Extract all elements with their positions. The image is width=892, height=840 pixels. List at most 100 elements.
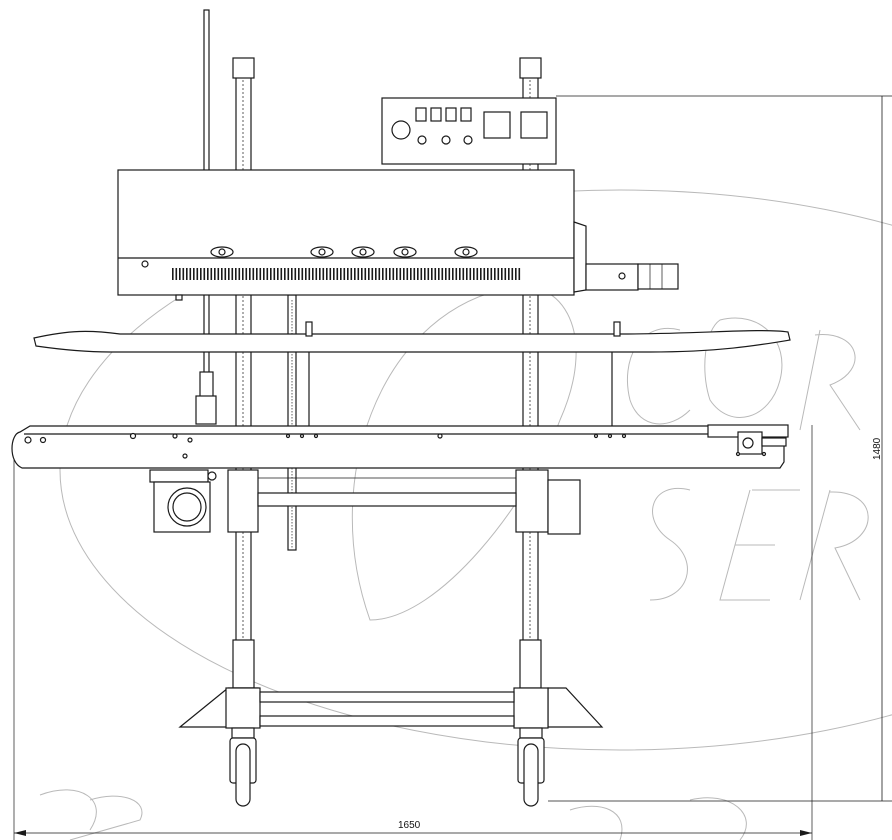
vent-slot [459,268,461,280]
left-column-bracket [227,469,259,533]
vent-slot [427,268,430,280]
left-column-post [235,59,252,681]
vent-slot [273,268,276,280]
vent-slot [203,268,206,280]
rod-clamp [199,371,214,398]
vent-slot [392,268,395,280]
vent-slot [322,268,325,280]
bag-guide-rail [33,330,791,353]
base-frame [178,687,604,729]
width-arrow-left [14,830,26,836]
lead-screw [287,294,297,551]
vent-slot [217,268,220,280]
conveyor-bolt [299,433,305,439]
guide-post-right [613,321,621,337]
vent-slot [249,268,251,280]
conveyor-bolt [437,433,443,439]
vent-slot [256,268,258,280]
control-knob-1 [417,135,427,145]
vent-slot [277,268,279,280]
motor-flange [573,221,587,293]
vent-slot [231,268,234,280]
vent-slot [263,268,265,280]
display-digit-4 [460,107,472,122]
watermark-letter-s [649,487,691,601]
left-column-cap [232,57,255,79]
conveyor-bolt [182,453,188,459]
vent-slot [396,268,398,280]
middle-cross-frame [227,469,581,535]
vent-slot [480,268,482,280]
watermark-bottom-text [39,789,143,840]
vent-slot [364,268,367,280]
vent-slot [497,268,500,280]
conveyor-bolt [621,433,627,439]
display-digit-2 [430,107,442,122]
gearbox-bolt [207,471,217,481]
sealer-head [117,169,679,301]
vent-slot [508,268,510,280]
vent-slot [186,268,188,280]
base-crossbar-upper [259,691,515,703]
vent-slot [473,268,475,280]
vent-slot [270,268,272,280]
vent-slot [378,268,381,280]
vent-slot [466,268,468,280]
vent-slot [294,268,297,280]
vent-slot [238,268,241,280]
vent-slot [305,268,307,280]
height-dimension: 1480 [872,96,883,801]
right-caster [517,727,545,807]
watermark-letter-r [799,329,861,431]
housing-bracket [175,294,183,301]
reference-lines [13,95,892,840]
rod-base [195,395,217,425]
vent-slot [403,268,405,280]
vent-slot [175,268,178,280]
vent-slot [494,268,496,280]
conveyor-bolt [593,433,599,439]
conveyor-bolt [285,433,291,439]
tension-bolt [761,451,767,457]
gearbox-inner-ring [172,492,202,522]
adjust-knob-3 [351,246,375,258]
tension-screw [761,437,787,447]
right-column-bracket [515,469,549,533]
control-knob-2 [441,135,451,145]
conveyor-bolt [607,433,613,439]
left-column [232,57,255,689]
conveyor-bolt-left [39,436,47,444]
vent-slot [361,268,363,280]
vent-slot [483,268,486,280]
vent-slot [385,268,388,280]
base-crossbar-lower [259,715,515,727]
right-caster-mount [519,727,543,739]
vent-slot [490,268,493,280]
vent-slot [452,268,454,280]
conveyor-bolt [129,432,137,440]
vent-slot [347,268,349,280]
vent-slot [511,268,514,280]
vent-slot [431,268,433,280]
vent-slot [245,268,248,280]
conveyor-bolt [172,433,178,439]
left-caster-wheel [235,743,251,807]
vent-slot [308,268,311,280]
vent-slot [389,268,391,280]
conveyor-roller-left [24,436,32,444]
vent-slot [501,268,503,280]
display-digit-3 [445,107,457,122]
tension-wheel [742,437,754,449]
vent-slot [368,268,370,280]
control-knob-3 [463,135,473,145]
vent-slot [357,268,360,280]
control-panel [381,97,557,165]
vent-slot [224,268,227,280]
vent-slot [326,268,328,280]
watermark-ellipse [59,189,892,751]
vent-slot [259,268,262,280]
watermark-bottom-text-2 [569,797,747,840]
conveyor-beam [11,425,785,469]
adjust-knob-1 [210,246,234,258]
